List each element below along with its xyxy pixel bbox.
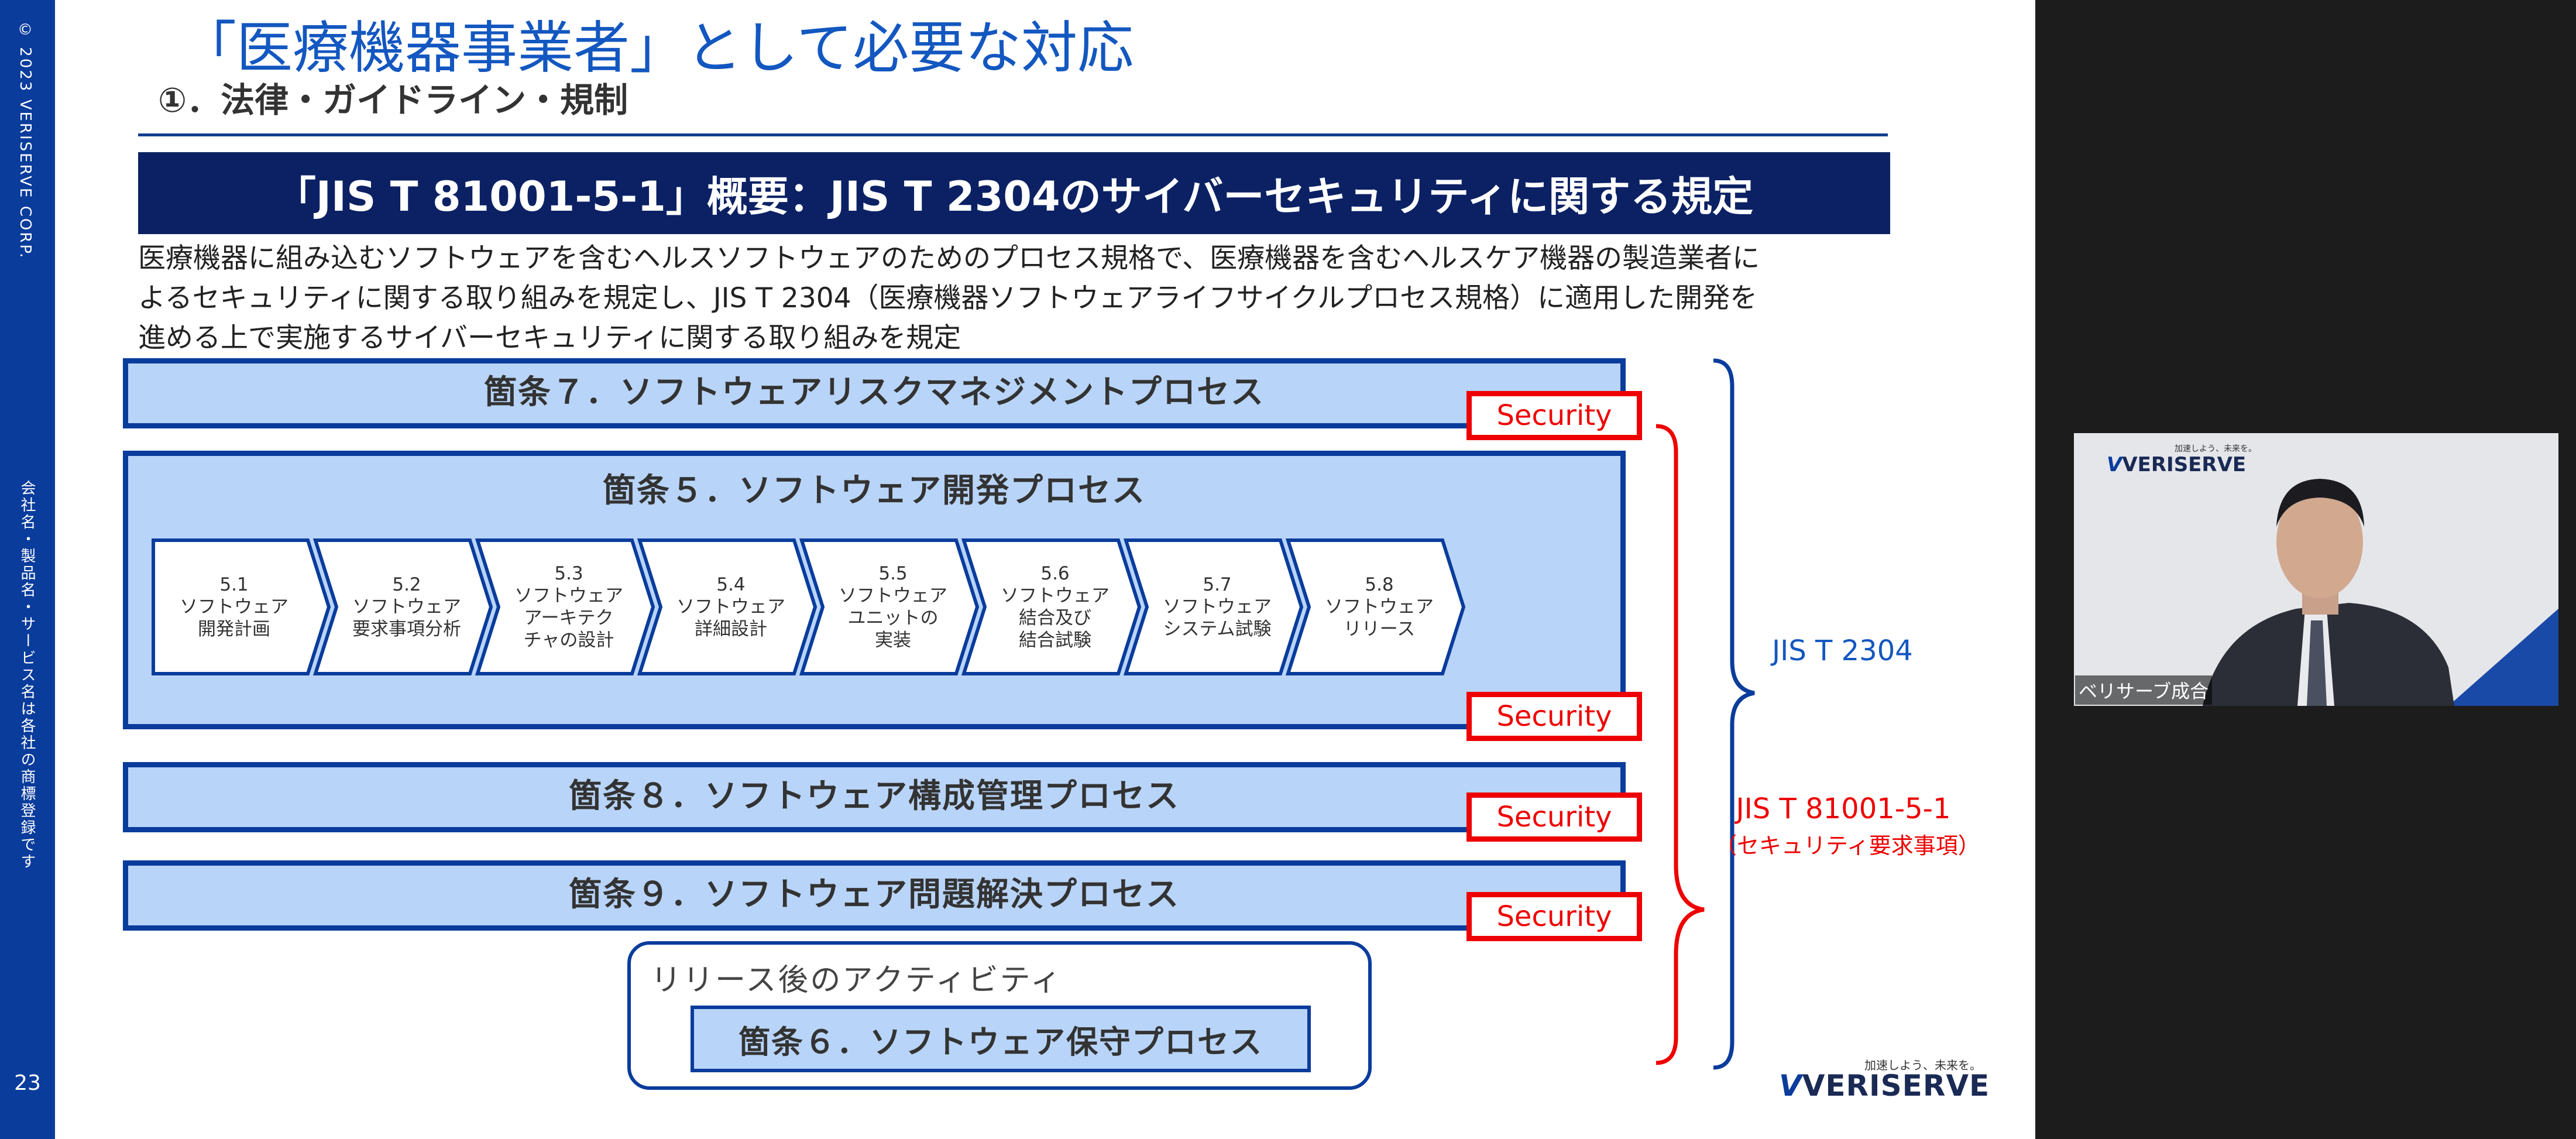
step-label: ソフトウェア [180, 596, 288, 617]
step-number: 5.1 [219, 574, 248, 595]
security-tag-p9: Security [1466, 892, 1642, 941]
video-logo-mark-icon: V [2107, 453, 2122, 476]
step-label: ソフトウェア [514, 585, 623, 606]
step-label: 実装 [875, 630, 911, 651]
step-chevron [475, 538, 655, 675]
step-label: ソフトウェア [1325, 596, 1434, 617]
jis-2304-brace [1713, 358, 1755, 1070]
veriserve-logo: VVERISERVE [1779, 1069, 1990, 1103]
security-tag-p5: Security [1466, 692, 1642, 741]
video-logo: VVERISERVE [2107, 453, 2246, 476]
step-chevron [152, 538, 331, 675]
presenter-image [2074, 433, 2558, 706]
presentation-slide: © 2023 VERISERVE CORP. 会社名・製品名・サービス名は各社の… [0, 0, 2035, 1139]
step-label: ソフトウェア [1001, 585, 1110, 606]
step-label: ソフトウェア [839, 585, 947, 606]
jis-81001-brace [1655, 424, 1705, 1065]
step-number: 5.8 [1365, 574, 1393, 595]
description-line: 進める上で実施するサイバーセキュリティに関する取り組みを規定 [138, 322, 961, 354]
title-divider [138, 133, 1888, 136]
step-label: ソフトウェア [676, 596, 785, 617]
step-number: 5.6 [1040, 563, 1069, 584]
logo-tagline: 加速しよう、未来を。 [1864, 1058, 1981, 1072]
logo-text: VERISERVE [1802, 1069, 1990, 1103]
process-9-title: 箇条９．ソフトウェア問題解決プロセス [569, 876, 1180, 914]
logo-mark-icon: V [1779, 1069, 1802, 1103]
description: 医療機器に組み込むソフトウェアを含むヘルスソフトウェアのためのプロセス規格で、医… [138, 239, 1894, 358]
participant-video[interactable] [2074, 433, 2558, 706]
video-logo-tagline: 加速しよう、未来を。 [2175, 444, 2256, 454]
section-banner: 「JIS T 81001-5-1」概要：JIS T 2304のサイバーセキュリテ… [138, 152, 1890, 234]
step-number: 5.2 [392, 574, 421, 595]
step-number: 5.5 [878, 563, 907, 584]
step-number: 5.3 [554, 563, 583, 584]
step-label: システム試験 [1163, 619, 1271, 640]
step-label: 結合及び [1019, 608, 1091, 629]
jis-81001-sublabel: （セキュリティ要求事項） [1715, 833, 1980, 859]
step-chevron [312, 538, 493, 675]
process-7-box: 箇条７．ソフトウェアリスクマネジメントプロセス [123, 358, 1626, 428]
security-tag-p7: Security [1466, 391, 1642, 440]
description-line: 医療機器に組み込むソフトウェアを含むヘルスソフトウェアのためのプロセス規格で、医… [138, 242, 1760, 275]
description-line: よるセキュリティに関する取り組みを規定し、JIS T 2304（医療機器ソフトウ… [138, 282, 1758, 314]
step-label: 開発計画 [198, 619, 270, 640]
step-chevron [961, 538, 1142, 675]
development-steps: 5.1ソフトウェア開発計画5.2ソフトウェア要求事項分析5.3ソフトウェアアーキ… [152, 538, 1466, 675]
step-label: 要求事項分析 [352, 619, 461, 640]
slide-title: 「医療機器事業者」として必要な対応 [180, 15, 1134, 81]
step-number: 5.4 [716, 574, 745, 595]
jis-2304-label: JIS T 2304 [1772, 634, 1913, 667]
step-chevron [637, 538, 818, 675]
slide-subtitle: ①．法律・ガイドライン・規制 [158, 80, 628, 120]
step-label: アーキテク [524, 608, 613, 629]
video-logo-text: VERISERVE [2122, 453, 2247, 476]
step-label: ソフトウェア [352, 596, 461, 617]
step-label: 結合試験 [1019, 630, 1091, 651]
participant-name: ベリサーブ成合 [2075, 675, 2213, 705]
step-label: ユニットの [848, 608, 939, 629]
page-number: 23 [14, 1071, 41, 1095]
process-6-box: 箇条６．ソフトウェア保守プロセス [691, 1006, 1311, 1072]
process-7-title: 箇条７．ソフトウェアリスクマネジメントプロセス [484, 373, 1265, 411]
jis-81001-label: JIS T 81001-5-1 [1736, 793, 1951, 825]
process-8-box: 箇条８．ソフトウェア構成管理プロセス [123, 762, 1626, 832]
step-chevron [1123, 538, 1304, 675]
step-chevron [799, 538, 980, 675]
step-label: 詳細設計 [695, 619, 767, 640]
process-9-box: 箇条９．ソフトウェア問題解決プロセス [123, 860, 1626, 931]
step-label: ソフトウェア [1163, 596, 1272, 617]
copyright-text: © 2023 VERISERVE CORP. [16, 21, 34, 260]
process-8-title: 箇条８．ソフトウェア構成管理プロセス [569, 777, 1180, 815]
slide-left-bar: © 2023 VERISERVE CORP. 会社名・製品名・サービス名は各社の… [0, 0, 55, 1139]
step-chevron [1285, 538, 1466, 675]
trademark-notice: 会社名・製品名・サービス名は各社の商標登録です [18, 480, 36, 870]
post-release-title: リリース後のアクティビティ [651, 963, 1063, 998]
security-tag-p8: Security [1466, 793, 1642, 842]
step-label: チャの設計 [524, 630, 614, 651]
process-5-title: 箇条５．ソフトウェア開発プロセス [603, 472, 1146, 510]
step-number: 5.7 [1203, 574, 1231, 595]
step-label: リリース [1344, 619, 1415, 640]
